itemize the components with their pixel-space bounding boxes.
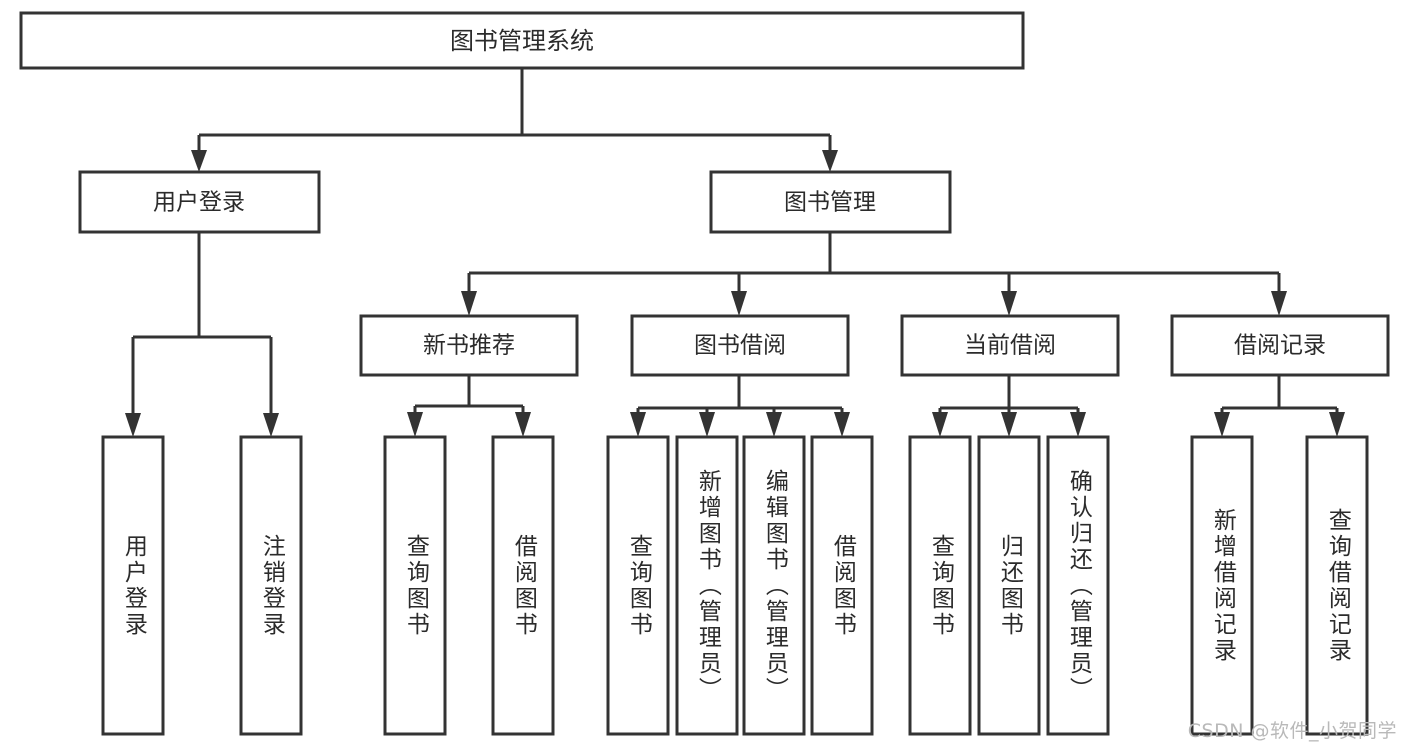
arrowhead-new-book-rec <box>461 291 477 316</box>
watermark-text: CSDN @软件_小贺同学 <box>1187 720 1397 742</box>
arrowhead-leaf-borrow-book-1 <box>515 412 531 437</box>
node-box-leaf-return-book[interactable] <box>977 435 1041 736</box>
arrowhead-book-manage <box>822 150 838 172</box>
node-label-current-borrow: 当前借阅 <box>964 333 1056 359</box>
node-box-user-login[interactable] <box>78 170 321 234</box>
node-box-leaf-logout[interactable] <box>239 435 303 736</box>
node-box-leaf-query-book-3[interactable] <box>908 435 972 736</box>
node-box-leaf-query-record[interactable] <box>1305 435 1369 736</box>
node-box-leaf-add-record[interactable] <box>1190 435 1254 736</box>
arrowhead-leaf-query-book-1 <box>407 412 423 437</box>
node-label-root: 图书管理系统 <box>450 27 594 55</box>
arrowhead-leaf-confirm-return-admin <box>1070 412 1086 437</box>
node-box-leaf-query-book-2[interactable] <box>606 435 670 736</box>
node-box-new-book-rec[interactable] <box>359 314 579 377</box>
arrowhead-leaf-user-login <box>125 413 141 437</box>
arrowhead-book-borrow <box>731 291 747 316</box>
arrowhead-current-borrow <box>1001 291 1017 316</box>
node-label-book-manage: 图书管理 <box>784 190 876 216</box>
node-box-leaf-confirm-return-admin[interactable] <box>1046 435 1110 736</box>
node-box-leaf-edit-book-admin[interactable] <box>742 435 806 736</box>
arrowhead-leaf-query-record <box>1329 412 1345 437</box>
node-box-root[interactable] <box>19 11 1025 70</box>
arrowhead-leaf-return-book <box>1001 412 1017 437</box>
node-label-book-borrow: 图书借阅 <box>694 333 786 359</box>
node-box-book-borrow[interactable] <box>630 314 850 377</box>
arrowhead-leaf-edit-book-admin <box>766 412 782 437</box>
arrowhead-user-login <box>191 150 207 172</box>
node-box-leaf-borrow-book-2[interactable] <box>810 435 874 736</box>
node-layer: 图书管理系统 用户登录 图书管理 新书推荐 图书借阅 当前借阅 借阅记录 <box>19 11 1390 736</box>
node-box-leaf-query-book-1[interactable] <box>383 435 447 736</box>
connector-layer <box>125 68 1345 437</box>
arrowhead-leaf-add-book-admin <box>699 412 715 437</box>
node-label-user-login: 用户登录 <box>153 190 245 216</box>
arrowhead-leaf-query-book-3 <box>932 412 948 437</box>
node-box-current-borrow[interactable] <box>900 314 1120 377</box>
arrowhead-leaf-borrow-book-2 <box>834 412 850 437</box>
arrowhead-borrow-record <box>1271 291 1287 316</box>
node-label-borrow-record: 借阅记录 <box>1234 333 1326 359</box>
arrowhead-leaf-add-record <box>1214 412 1230 437</box>
arrowhead-leaf-logout <box>263 413 279 437</box>
node-label-new-book-rec: 新书推荐 <box>423 333 515 359</box>
node-box-leaf-add-book-admin[interactable] <box>675 435 739 736</box>
node-box-book-manage[interactable] <box>709 170 952 234</box>
arrowhead-leaf-query-book-2 <box>630 412 646 437</box>
node-box-borrow-record[interactable] <box>1170 314 1390 377</box>
node-box-leaf-user-login[interactable] <box>101 435 165 736</box>
node-box-leaf-borrow-book-1[interactable] <box>491 435 555 736</box>
